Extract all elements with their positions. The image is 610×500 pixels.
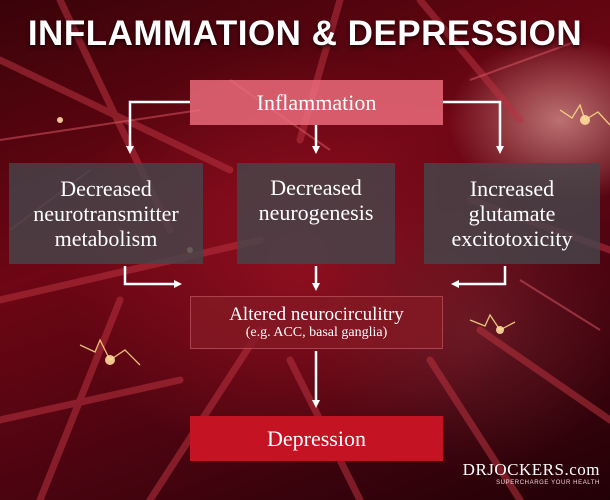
logo-name: DRJOCKERS.com	[462, 460, 600, 479]
depression-box: Depression	[190, 416, 443, 461]
neurocircuitry-box: Altered neurocirculitry (e.g. ACC, basal…	[190, 296, 443, 349]
drjockers-logo: DRJOCKERS.com SUPERCHARGE YOUR HEALTH	[463, 460, 600, 486]
neurogenesis-line-2: neurogenesis	[258, 200, 374, 225]
neurogenesis-box: Decreased neurogenesis	[237, 163, 395, 264]
logo-tagline: SUPERCHARGE YOUR HEALTH	[496, 480, 600, 486]
arrow-neurotransmitter-to-circuitry	[123, 266, 182, 288]
neurotransmitter-line-1: Decreased	[60, 176, 152, 201]
neurotransmitter-box: Decreased neurotransmitter metabolism	[9, 163, 203, 264]
glutamate-line-3: excitotoxicity	[451, 226, 573, 251]
glutamate-box: Increased glutamate excitotoxicity	[424, 163, 600, 264]
neurotransmitter-line-3: metabolism	[54, 226, 158, 251]
neurogenesis-line-1: Decreased	[270, 175, 362, 200]
arrow-to-glutamate	[443, 100, 504, 154]
arrow-glutamate-to-circuitry	[451, 266, 507, 288]
inflammation-label: Inflammation	[256, 89, 377, 115]
neurotransmitter-line-2: neurotransmitter	[33, 201, 179, 226]
inflammation-box: Inflammation	[190, 80, 443, 125]
neurocircuitry-label: Altered neurocirculitry	[229, 303, 404, 325]
depression-label: Depression	[267, 425, 366, 451]
page-title: INFLAMMATION & DEPRESSION	[27, 14, 583, 53]
glutamate-line-2: glutamate	[468, 201, 556, 226]
neurocircuitry-note: (e.g. ACC, basal ganglia)	[245, 324, 388, 340]
arrow-to-neurotransmitter	[126, 100, 190, 154]
glutamate-line-1: Increased	[469, 176, 555, 201]
